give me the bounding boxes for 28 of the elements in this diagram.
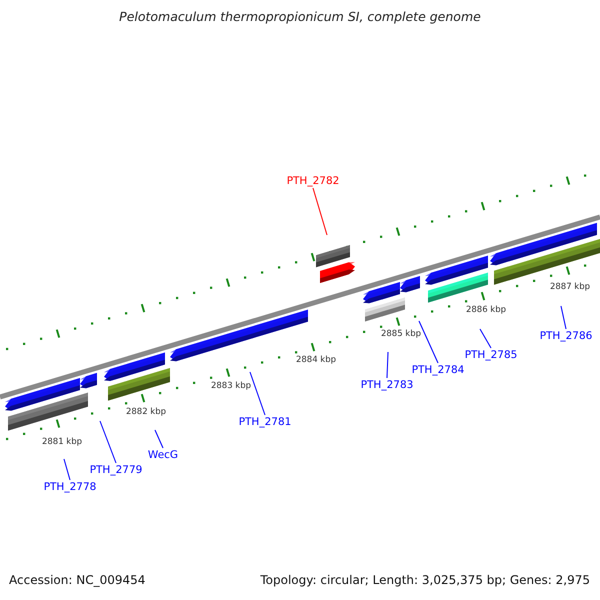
gene-label: PTH_2784 xyxy=(412,364,464,376)
gene-label: WecG xyxy=(148,449,178,461)
tick-label: 2884 kbp xyxy=(296,355,336,365)
gene-label: PTH_2781 xyxy=(238,416,292,428)
gene-label: PTH_2782 xyxy=(286,175,340,187)
leader-line xyxy=(480,328,492,348)
gene-label: PTH_2786 xyxy=(540,330,592,342)
tick-label: 2881 kbp xyxy=(42,437,82,447)
tick-label: 2887 kbp xyxy=(550,282,590,292)
tick-label: 2885 kbp xyxy=(380,329,422,339)
tick-label: 2886 kbp xyxy=(466,305,506,315)
leader-line xyxy=(418,320,438,364)
tick-label: 2883 kbp xyxy=(210,381,252,391)
leader-line xyxy=(100,420,116,464)
leader-line xyxy=(386,352,388,378)
leader-line xyxy=(250,372,266,416)
leader-line xyxy=(64,458,70,480)
gene-label: PTH_2785 xyxy=(464,349,518,361)
gene-label: PTH_2783 xyxy=(360,379,414,391)
tick-label: 2882 kbp xyxy=(126,407,166,417)
leader-line xyxy=(312,188,328,236)
leader-line xyxy=(560,306,566,330)
gene-label: PTH_2779 xyxy=(90,464,142,476)
leader-line xyxy=(154,430,164,448)
diagram-title: Pelotomaculum thermopropionicum SI, complete genome xyxy=(118,9,482,24)
footer-note: Accession: NC_009454 xyxy=(9,573,146,587)
gene-label: PTH_2778 xyxy=(44,481,96,493)
footer-note: Topology: circular; Length: 3,025,375 bp; Genes: 2,975 xyxy=(260,573,590,587)
